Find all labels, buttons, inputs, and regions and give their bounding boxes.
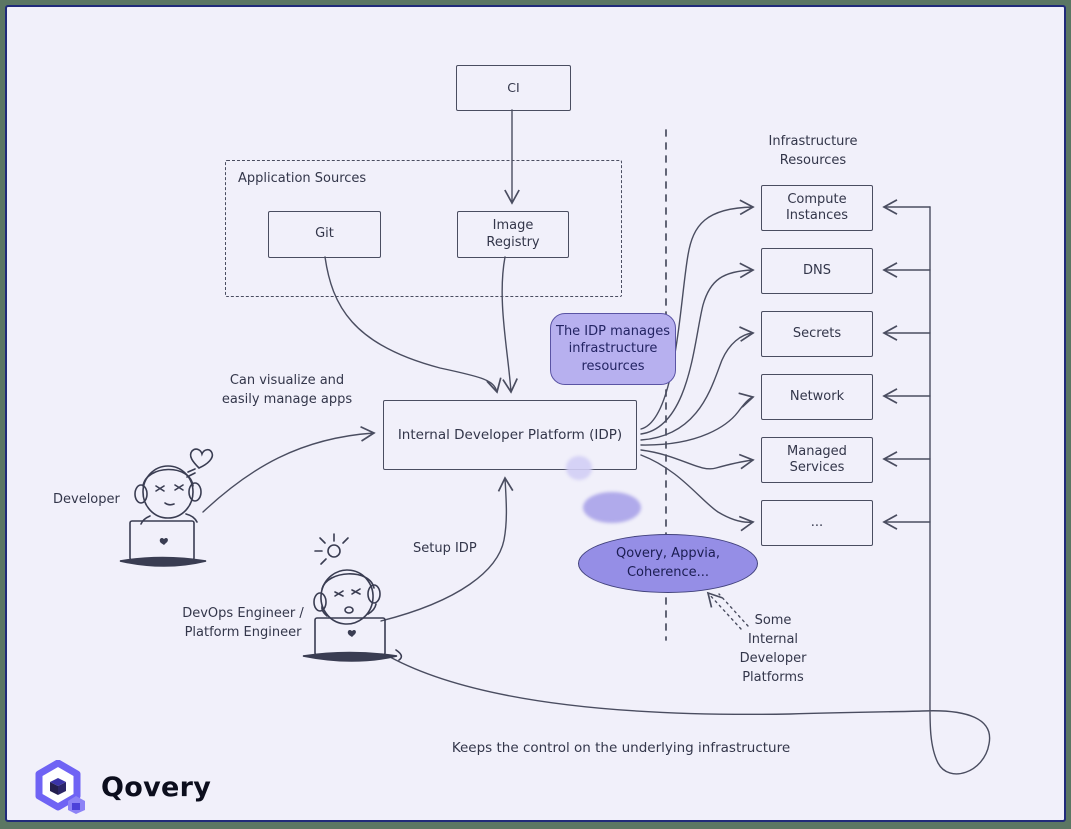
label-devops-engineer: DevOps Engineer / Platform Engineer	[182, 606, 304, 640]
note-can-visualize: Can visualize and easily manage apps	[221, 373, 353, 407]
ci-label: CI	[507, 80, 520, 96]
qovery-logo-text: Qovery	[101, 771, 212, 803]
infra-box-managed-services: Managed Services	[761, 437, 873, 483]
qovery-logo: Qovery	[30, 760, 211, 814]
idp-callout-text: The IDP manages infrastructure resources	[556, 323, 670, 374]
ci-box: CI	[456, 65, 571, 111]
label-developer: Developer	[53, 492, 120, 507]
qovery-logo-icon	[35, 760, 85, 814]
idp-box: Internal Developer Platform (IDP)	[383, 400, 637, 470]
infra-box-compute-instances: Compute Instances	[761, 185, 873, 231]
secrets-label: Secrets	[792, 325, 842, 341]
note-setup-idp: Setup IDP	[413, 541, 477, 556]
note-some-idps: Some Internal Developer Platforms	[739, 613, 807, 685]
highlight-blob-large	[583, 492, 641, 523]
vendors-text: Qovery, Appvia, Coherence...	[616, 546, 720, 580]
git-label: Git	[315, 226, 334, 242]
compute-instances-label: Compute Instances	[785, 191, 849, 223]
infra-box-dns: DNS	[761, 248, 873, 294]
infra-box-more: ...	[761, 500, 873, 546]
git-box: Git	[268, 211, 381, 258]
infra-box-network: Network	[761, 374, 873, 420]
network-label: Network	[789, 388, 845, 404]
application-sources-label: Application Sources	[238, 171, 367, 186]
note-keeps-control: Keeps the control on the underlying infr…	[451, 740, 791, 756]
managed-services-label: Managed Services	[787, 443, 847, 475]
infra-box-secrets: Secrets	[761, 311, 873, 357]
idp-callout: The IDP manages infrastructure resources	[550, 313, 676, 385]
image-registry-label: Image Registry	[486, 218, 540, 250]
infra-resources-title: Infrastructure Resources	[768, 134, 858, 168]
idp-vendors-ellipse: Qovery, Appvia, Coherence...	[578, 534, 758, 593]
highlight-blob-small	[566, 456, 592, 480]
image-registry-box: Image Registry	[457, 211, 569, 258]
more-label: ...	[810, 514, 824, 530]
dns-label: DNS	[803, 262, 831, 278]
idp-label: Internal Developer Platform (IDP)	[397, 426, 623, 443]
